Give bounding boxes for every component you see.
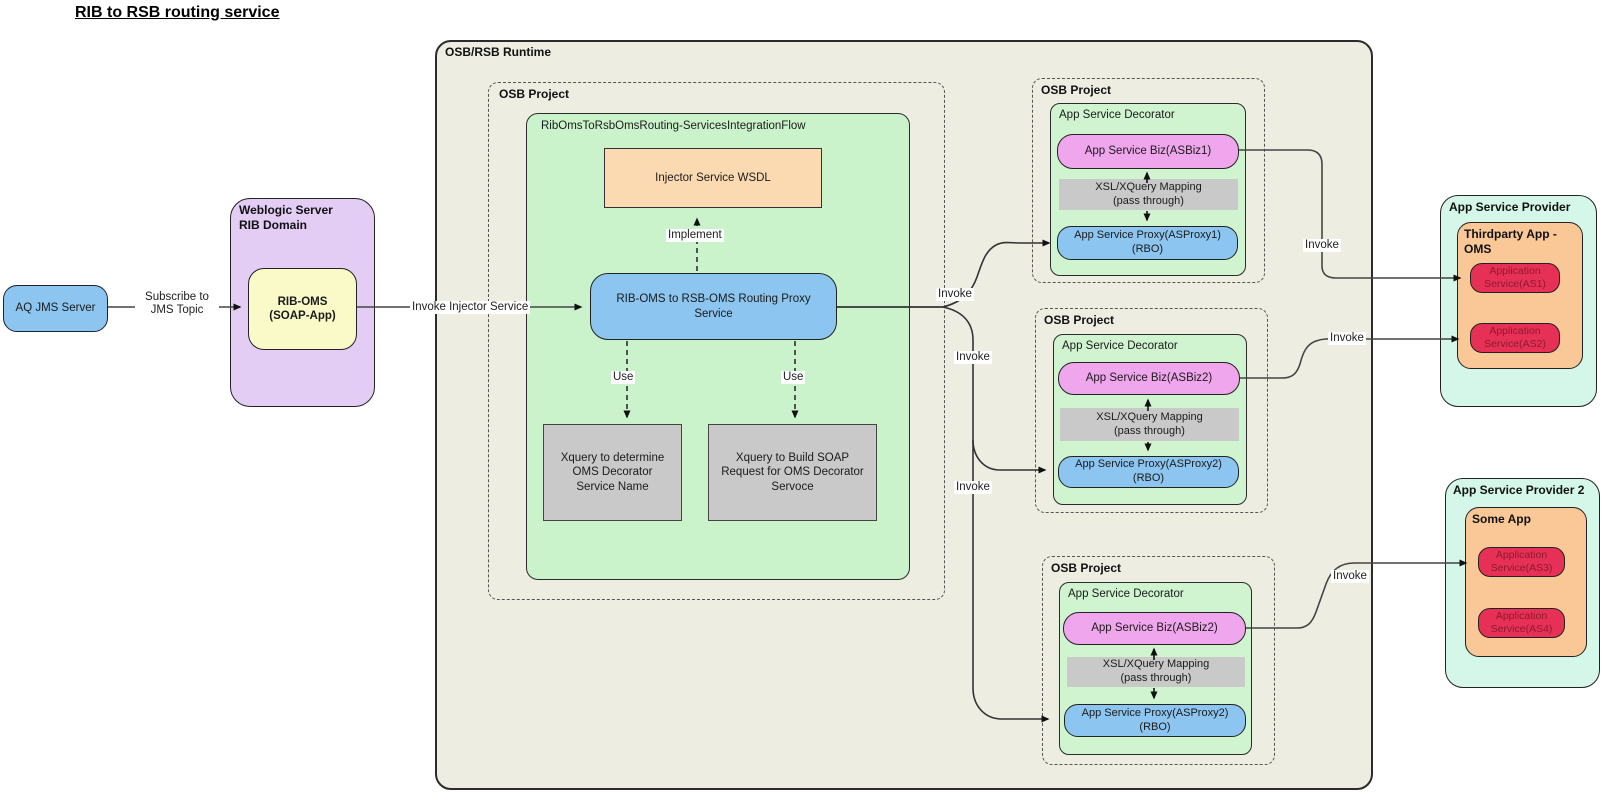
osb-project-3-label: OSB Project [1051, 561, 1122, 575]
weblogic-rib-domain-title: Weblogic Server RIB Domain [239, 203, 333, 232]
application-service-as1: Application Service(AS1) [1470, 263, 1560, 293]
app-service-biz-1: App Service Biz(ASBiz1) [1057, 134, 1239, 169]
runtime-title: OSB/RSB Runtime [445, 45, 552, 59]
osb-project-2-label: OSB Project [1044, 313, 1115, 327]
app-service-decorator-2-title: App Service Decorator [1062, 340, 1178, 352]
aq-jms-server-box: AQ JMS Server [3, 285, 108, 332]
edge-label-invoke-2: Invoke [954, 351, 992, 365]
application-service-as3: Application Service(AS3) [1478, 547, 1565, 577]
app-service-biz-3: App Service Biz(ASBiz2) [1063, 612, 1246, 645]
edge-label-subscribe: Subscribe to JMS Topic [135, 291, 219, 318]
osb-project-main-label: OSB Project [499, 87, 570, 101]
edge-label-use-2: Use [781, 371, 806, 385]
edge-label-invoke-as3: Invoke [1331, 570, 1369, 584]
xquery-determine-name-box: Xquery to determine OMS Decorator Servic… [543, 424, 682, 521]
edge-label-invoke-injector: Invoke Injector Service [410, 301, 531, 315]
xsl-xquery-mapping-1: XSL/XQuery Mapping (pass through) [1059, 179, 1238, 210]
app-service-biz-2: App Service Biz(ASBiz2) [1058, 362, 1240, 395]
osb-project-1-label: OSB Project [1041, 83, 1112, 97]
xsl-xquery-mapping-2: XSL/XQuery Mapping (pass through) [1060, 408, 1239, 441]
edge-label-invoke-3: Invoke [954, 481, 992, 495]
some-app-title: Some App [1472, 512, 1531, 526]
application-service-as4: Application Service(AS4) [1478, 608, 1565, 638]
page-title: RIB to RSB routing service [75, 4, 280, 21]
edge-label-invoke-1: Invoke [936, 288, 974, 302]
app-service-decorator-3-title: App Service Decorator [1068, 588, 1184, 600]
app-service-provider-2-title: App Service Provider 2 [1453, 483, 1585, 497]
edge-label-use-1: Use [611, 371, 636, 385]
services-integration-flow-title: RibOmsToRsbOmsRouting-ServicesIntegratio… [541, 120, 806, 132]
routing-proxy-service-box: RIB-OMS to RSB-OMS Routing Proxy Service [590, 273, 837, 340]
app-service-proxy-3: App Service Proxy(ASProxy2) (RBO) [1064, 704, 1246, 737]
thirdparty-app-oms-title: Thirdparty App - OMS [1464, 227, 1557, 256]
injector-service-wsdl-box: Injector Service WSDL [604, 148, 822, 208]
application-service-as2: Application Service(AS2) [1470, 323, 1560, 353]
edge-label-implement: Implement [666, 229, 724, 243]
rib-oms-soap-app-box: RIB-OMS (SOAP-App) [248, 268, 357, 350]
edge-label-invoke-as1: Invoke [1303, 239, 1341, 253]
app-service-provider-1-title: App Service Provider [1449, 200, 1571, 214]
xquery-build-soap-box: Xquery to Build SOAP Request for OMS Dec… [708, 424, 877, 521]
app-service-proxy-2: App Service Proxy(ASProxy2) (RBO) [1058, 456, 1239, 488]
app-service-decorator-1-title: App Service Decorator [1059, 109, 1175, 121]
app-service-proxy-1: App Service Proxy(ASProxy1) (RBO) [1057, 226, 1238, 260]
edge-label-invoke-as2: Invoke [1328, 332, 1366, 346]
xsl-xquery-mapping-3: XSL/XQuery Mapping (pass through) [1067, 657, 1245, 687]
